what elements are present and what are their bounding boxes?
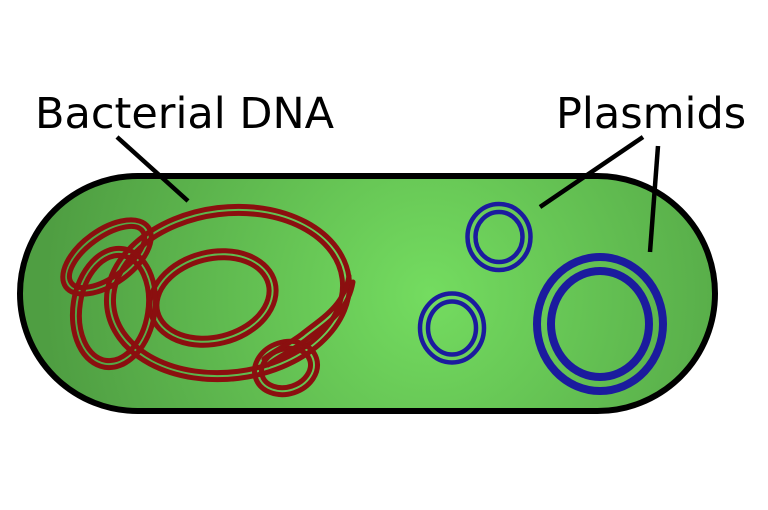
dna-strand <box>67 223 147 291</box>
labels-group: Bacterial DNA Plasmids <box>35 89 746 139</box>
leader-line-plasmid-large <box>647 145 661 253</box>
plasmid-ring <box>417 291 487 365</box>
dna-strand <box>147 248 279 348</box>
leader-line-bacterial-dna <box>115 135 190 203</box>
dna-strand <box>154 255 272 341</box>
plasmid-large <box>533 253 667 395</box>
plasmids-group <box>417 201 667 395</box>
dna-strand <box>265 279 356 368</box>
bacterial-dna <box>60 203 356 398</box>
plasmid-small-upper <box>465 201 533 273</box>
leader-lines <box>115 135 661 253</box>
dna-strand <box>252 338 320 398</box>
plasmid-ring <box>465 201 533 273</box>
leader-line-plasmid-small <box>538 135 645 209</box>
dna-strand <box>261 273 352 362</box>
plasmid-small-lower <box>417 291 487 365</box>
plasmid-ring <box>547 267 653 381</box>
dna-strand <box>60 217 154 297</box>
plasmid-ring <box>473 209 525 265</box>
dna-strand <box>69 245 159 371</box>
label-plasmids: Plasmids <box>556 89 746 139</box>
dna-strand <box>76 252 152 364</box>
dna-strand <box>110 210 346 376</box>
label-bacterial-dna: Bacterial DNA <box>35 89 335 139</box>
plasmid-ring <box>425 299 479 357</box>
plasmid-ring <box>533 253 667 395</box>
